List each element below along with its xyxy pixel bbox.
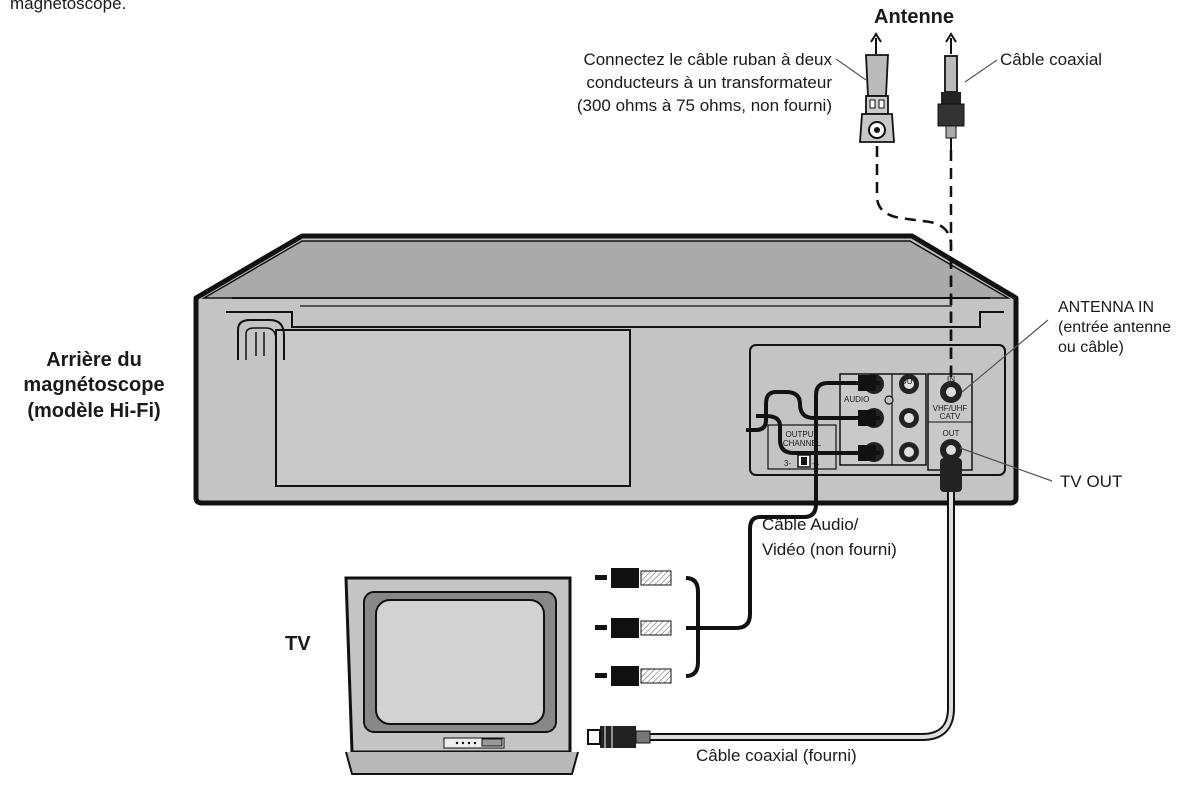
vcr-rear-panel <box>193 233 1019 506</box>
antenna-in-label-line-2: (entrée antenne <box>1058 319 1171 336</box>
tv-label: TV <box>285 633 311 655</box>
antenna-up-arrows <box>870 32 957 54</box>
label-catv: CATV <box>940 412 961 421</box>
antenna-in-label-line-1: ANTENNA IN <box>1058 299 1155 316</box>
av-cable <box>685 375 880 678</box>
dashed-twin-lead-path <box>875 146 953 380</box>
label-channel: CHANNEL <box>783 439 822 448</box>
label-out: OUT <box>901 377 918 386</box>
vcr-title-line-2: magnétoscope <box>23 374 165 396</box>
header-fragment: magnétoscope. <box>10 0 127 13</box>
label-ch3: 3- <box>784 459 791 468</box>
tv-out-jack <box>940 439 962 461</box>
coax-plug-antenna <box>937 55 965 150</box>
cable-clamp <box>237 319 285 360</box>
vcr-title-line-1: Arrière du <box>46 349 142 371</box>
label-audio: AUDIO <box>844 395 869 404</box>
coax-label: Câble coaxial <box>1000 50 1103 69</box>
label-vhf-uhf: VHF/UHF <box>933 404 968 413</box>
vcr-title-line-3: (modèle Hi-Fi) <box>27 400 161 422</box>
label-output: OUTPUT <box>786 430 819 439</box>
label-rf-out: OUT <box>943 429 960 438</box>
tv-out-label: TV OUT <box>1060 472 1123 491</box>
twin-lead-note-line-1: Connectez le câble ruban à deux <box>583 50 832 69</box>
av-cable-label-line-1: Câble Audio/ <box>762 515 859 534</box>
av-cable-label-line-2: Vidéo (non fourni) <box>762 540 897 559</box>
rca-plugs-tv <box>595 568 672 686</box>
television <box>344 576 579 775</box>
twin-lead-note-line-3: (300 ohms à 75 ohms, non fourni) <box>576 96 832 115</box>
antenna-title: Antenne <box>874 6 954 28</box>
antenna-in-jack <box>940 381 962 403</box>
coax-cable-to-tv <box>587 458 962 748</box>
rca-out-jacks <box>899 374 919 462</box>
transformer-plug <box>859 54 895 143</box>
leader-lines <box>835 58 1053 482</box>
coax-supplied-label: Câble coaxial (fourni) <box>696 746 857 765</box>
twin-lead-note-line-2: conducteurs à un transformateur <box>586 73 832 92</box>
antenna-in-label-line-3: ou câble) <box>1058 339 1124 356</box>
label-rf-in: IN <box>947 375 955 384</box>
